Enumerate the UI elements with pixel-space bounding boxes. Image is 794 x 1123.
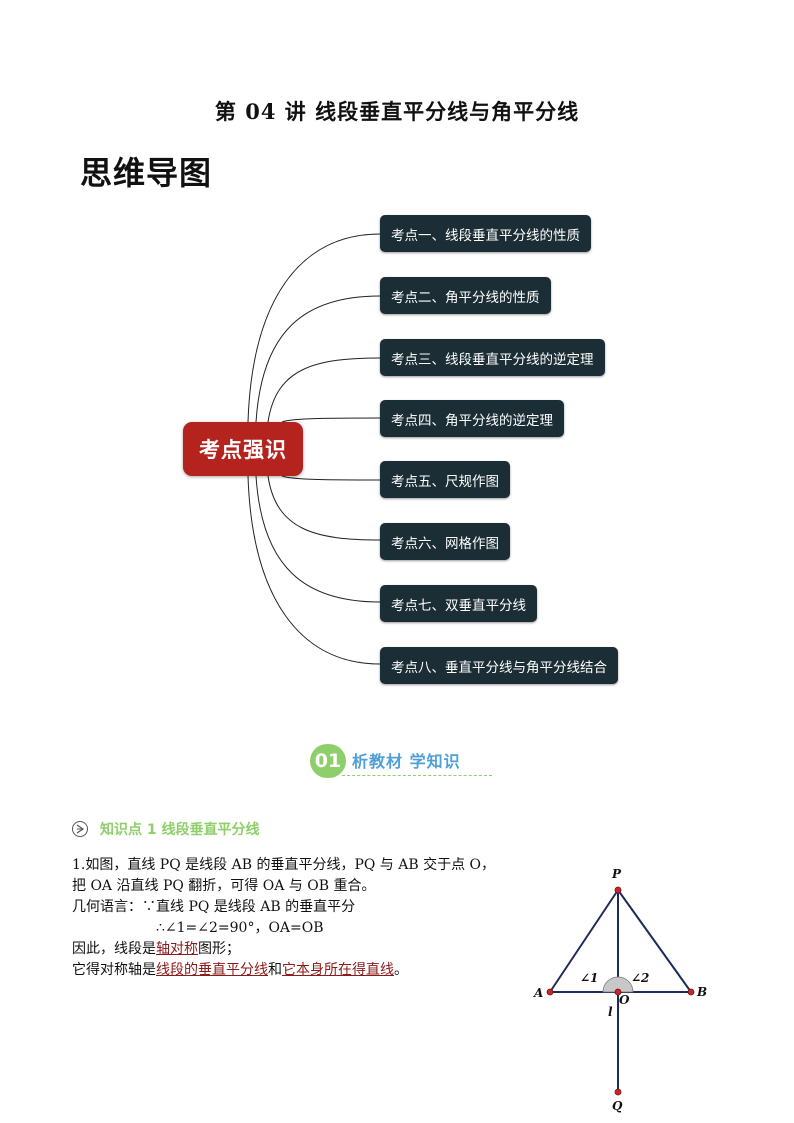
mindmap-branch-2: 考点二、角平分线的性质 <box>380 277 551 314</box>
page-title: 第 04 讲 线段垂直平分线与角平分线 <box>214 99 580 124</box>
label-A: A <box>533 986 543 1000</box>
body-line-4: ∴∠1=∠2=90°，OA=OB <box>156 920 324 936</box>
right-angle-mark <box>602 976 634 993</box>
body-line-5-suffix: 图形； <box>198 941 240 957</box>
label-l: l <box>608 1005 613 1019</box>
section-underline <box>342 775 492 776</box>
body-line-3: 几何语言：∵直线 PQ 是线段 AB 的垂直平分 <box>72 899 356 915</box>
point-B <box>687 988 695 996</box>
highlight-perpendicular-bisector: 线段的垂直平分线 <box>156 962 268 978</box>
mindmap-branch-6: 考点六、网格作图 <box>380 523 510 560</box>
point-Q <box>614 1088 622 1096</box>
point-O <box>614 988 622 996</box>
body-line-6: 它得对称轴是线段的垂直平分线和它本身所在得直线。 <box>72 960 542 981</box>
body-line-6-suffix: 。 <box>394 962 408 978</box>
mindmap-heading: 思维导图 <box>80 154 213 192</box>
connector-8 <box>247 475 381 665</box>
label-Q: Q <box>612 1099 623 1113</box>
label-angle-2: ∠2 <box>631 971 649 985</box>
label-P: P <box>611 867 622 881</box>
knowledge-point-body: 1.如图，直线 PQ 是线段 AB 的垂直平分线，PQ 与 AB 交于点 O， … <box>72 855 542 981</box>
mindmap-branch-8: 考点八、垂直平分线与角平分线结合 <box>380 647 618 684</box>
point-P <box>614 886 622 894</box>
mindmap-center-node: 考点强识 <box>183 422 303 476</box>
connector-5 <box>281 475 381 481</box>
mindmap-branch-5: 考点五、尺规作图 <box>380 461 510 498</box>
section-label: 析教材 学知识 <box>352 752 461 771</box>
connector-2 <box>255 295 381 423</box>
mindmap-branch-4: 考点四、角平分线的逆定理 <box>380 400 564 437</box>
mindmap-branch-1: 考点一、线段垂直平分线的性质 <box>380 215 591 252</box>
segment-PA <box>549 889 619 993</box>
mindmap-branch-7: 考点七、双垂直平分线 <box>380 585 537 622</box>
body-line-6-prefix: 它得对称轴是 <box>72 962 156 978</box>
section-number-badge: 01 <box>310 744 346 778</box>
knowledge-point-title: 知识点 1 线段垂直平分线 <box>100 822 260 838</box>
connector-3 <box>267 357 381 423</box>
connector-7 <box>255 475 381 603</box>
label-B: B <box>696 985 707 999</box>
connector-6 <box>267 475 381 541</box>
connector-1 <box>247 233 381 423</box>
highlight-own-line: 它本身所在得直线 <box>282 962 394 978</box>
mindmap-branch-3: 考点三、线段垂直平分线的逆定理 <box>380 339 605 376</box>
knowledge-point-heading: 知识点 1 线段垂直平分线 <box>72 818 260 840</box>
section-header: 01 析教材 学知识 <box>310 744 492 780</box>
mindmap-connectors <box>247 233 381 665</box>
label-angle-1: ∠1 <box>580 971 598 985</box>
body-line-5: 因此，线段是轴对称图形； <box>72 939 542 960</box>
body-line-2: 把 OA 沿直线 PQ 翻折，可得 OA 与 OB 重合。 <box>72 878 376 894</box>
connector-4 <box>281 417 381 423</box>
highlight-axis-symmetric: 轴对称 <box>156 941 198 957</box>
body-line-6-middle: 和 <box>268 962 282 978</box>
body-line-5-prefix: 因此，线段是 <box>72 941 156 957</box>
geometry-figure: P A B O l Q ∠1 ∠2 <box>533 867 707 1113</box>
arrow-circle-icon <box>72 821 88 837</box>
segment-PB <box>617 889 692 993</box>
point-A <box>546 988 554 996</box>
body-line-1: 1.如图，直线 PQ 是线段 AB 的垂直平分线，PQ 与 AB 交于点 O， <box>72 857 496 873</box>
label-O: O <box>619 993 630 1007</box>
